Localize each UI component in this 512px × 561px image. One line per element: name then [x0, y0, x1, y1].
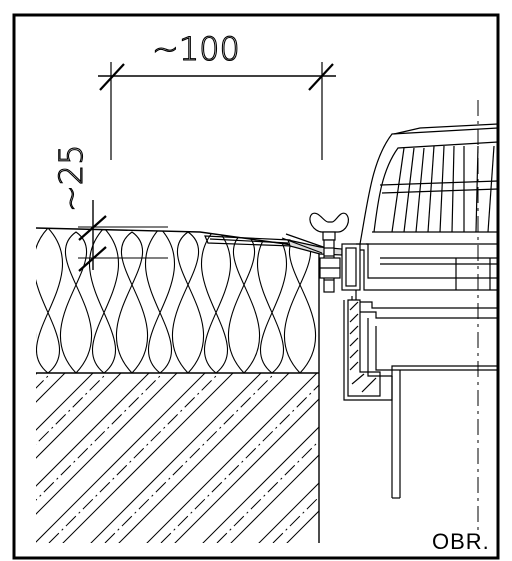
leaf-guard-dome [359, 123, 499, 245]
dimension-label-25: ~25 [52, 144, 90, 212]
roof-drain-body [341, 243, 498, 499]
dimension-label-100: ~100 [152, 30, 240, 68]
concrete-slab [36, 372, 320, 543]
drawing-border [12, 13, 500, 560]
membrane-flange [204, 233, 343, 256]
wing-nut-bolt [309, 212, 350, 293]
insulation-layer [35, 227, 320, 373]
vertical-dimension: ~25 [51, 144, 168, 272]
horizontal-dimension: ~100 [98, 29, 336, 160]
figure-caption: OBR. [432, 529, 490, 554]
